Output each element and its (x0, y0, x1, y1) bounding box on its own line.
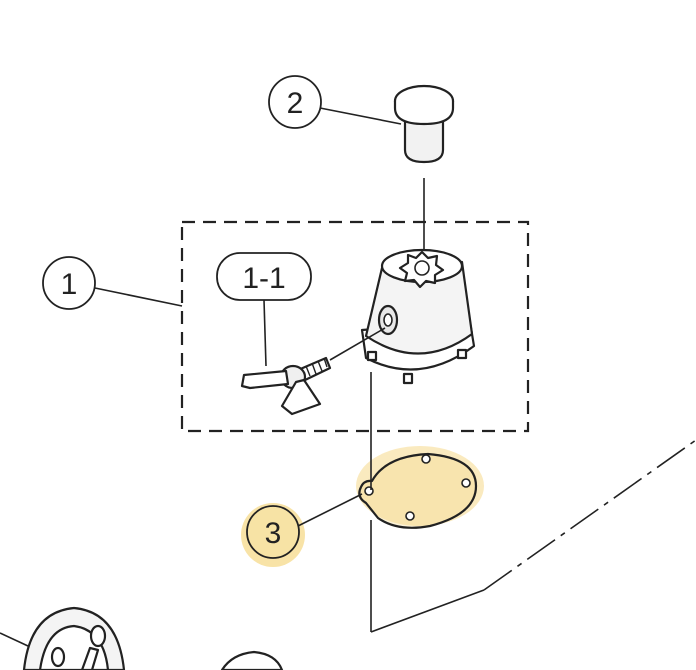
leader-1 (94, 287, 183, 307)
leader-axis-bolt (329, 327, 386, 361)
leader-3 (297, 493, 363, 527)
blender-coupling-base-icon[interactable] (360, 248, 476, 385)
lower-part-icon (22, 606, 126, 670)
lower-right-part-icon (220, 650, 284, 670)
leader-2 (319, 107, 402, 125)
callout-1-label: 1 (61, 268, 78, 301)
callout-3-label: 3 (265, 517, 282, 550)
part-3-highlight (356, 446, 484, 526)
leader-lower (0, 632, 29, 647)
wing-bolt-icon[interactable] (240, 356, 332, 416)
callout-3[interactable]: 3 (246, 505, 300, 559)
leader-1-1 (263, 299, 267, 367)
callout-2[interactable]: 2 (268, 75, 322, 129)
callout-1[interactable]: 1 (42, 256, 96, 310)
callout-1-1-label: 1-1 (242, 262, 285, 295)
plug-cap-icon[interactable] (393, 84, 455, 164)
center-line (483, 439, 696, 591)
callout-1-1[interactable]: 1-1 (216, 252, 312, 301)
callout-2-label: 2 (287, 87, 304, 120)
assembly-frame (180, 220, 530, 433)
axis-line-diagonal (370, 589, 485, 633)
